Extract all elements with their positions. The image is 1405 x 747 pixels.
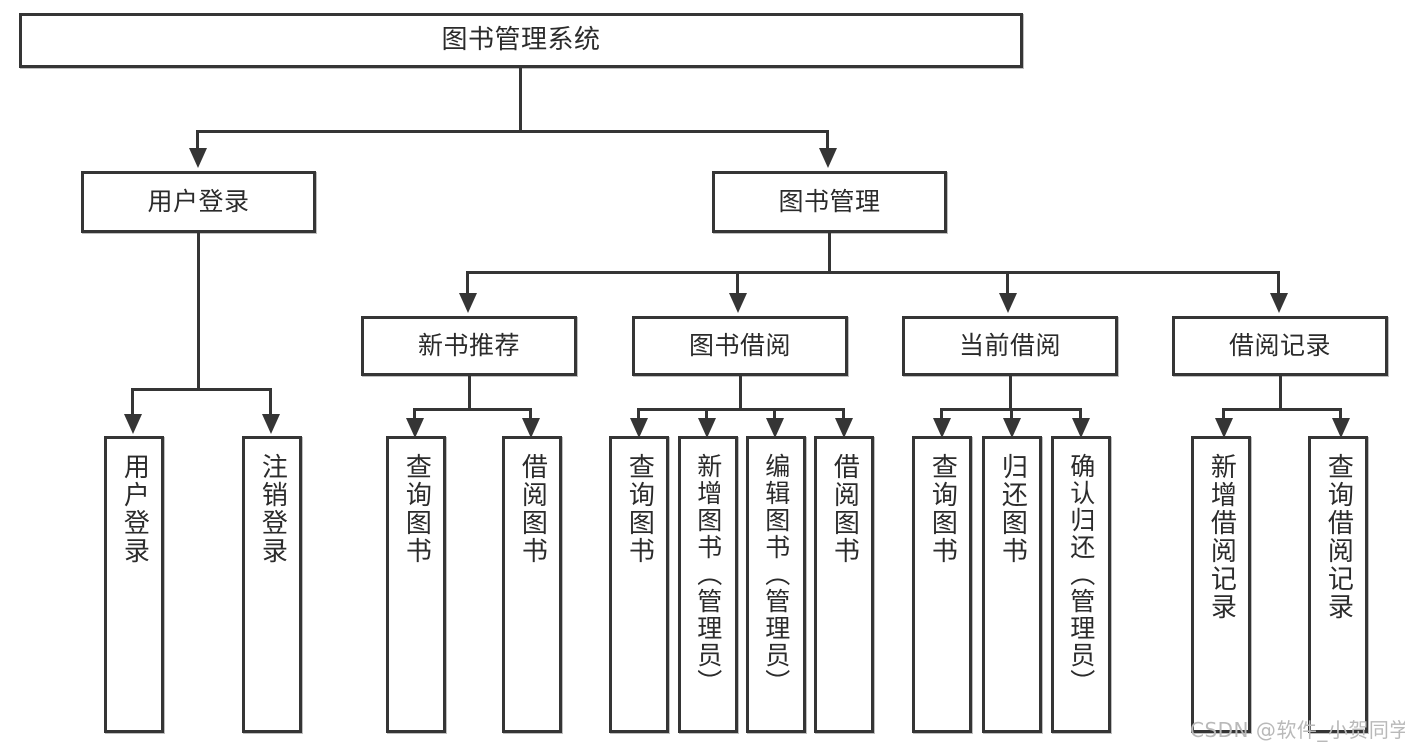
leaf-borrow-book[interactable]: 借阅图书 — [814, 436, 874, 733]
node-label: 当前借阅 — [958, 330, 1061, 360]
leaf-query-book-recommend[interactable]: 查询图书 — [386, 436, 446, 733]
arrow-to-leaf-logout — [262, 414, 280, 434]
leaf-logout[interactable]: 注销登录 — [242, 436, 302, 733]
arrow-to-current-borrow — [999, 293, 1017, 313]
arrow-to-book-borrow — [729, 293, 747, 313]
arrow-to-new-book-recommend — [459, 293, 477, 313]
arrow-to-leaf-add-record — [1215, 418, 1233, 438]
arrow-to-leaf-query-book-3 — [933, 418, 951, 438]
leaf-return-book[interactable]: 归还图书 — [982, 436, 1042, 733]
node-label: 用户登录 — [119, 453, 150, 565]
connector-bookborrow-stem — [739, 376, 742, 410]
arrow-to-leaf-query-book-1 — [406, 418, 424, 438]
node-root-system[interactable]: 图书管理系统 — [19, 13, 1023, 68]
node-label: 借阅图书 — [829, 453, 860, 565]
connector-userlogin-drop-2 — [269, 388, 272, 416]
node-label: 查询借阅记录 — [1323, 453, 1354, 621]
node-label: 借阅记录 — [1228, 330, 1331, 360]
node-label: 确认归还（管理员） — [1066, 453, 1096, 696]
connector-bookmgmt-stem — [828, 233, 831, 273]
csdn-watermark: CSDN @软件_小贺同学 — [1190, 718, 1405, 742]
connector-bookmgmt-drop-3 — [1006, 271, 1009, 295]
connector-borrowrecord-stem — [1279, 376, 1282, 410]
node-label: 新书推荐 — [417, 330, 520, 360]
leaf-edit-book-admin[interactable]: 编辑图书（管理员） — [746, 436, 806, 733]
node-label: 注销登录 — [257, 453, 288, 565]
node-label: 图书借阅 — [688, 330, 791, 360]
arrow-to-leaf-query-book-2 — [630, 418, 648, 438]
connector-userlogin-bus — [131, 388, 269, 391]
connector-userlogin-drop-1 — [131, 388, 134, 416]
leaf-query-borrow-record[interactable]: 查询借阅记录 — [1308, 436, 1368, 733]
connector-bookmgmt-drop-4 — [1277, 271, 1280, 295]
connector-root-bus — [196, 130, 829, 133]
arrow-to-leaf-borrow-book-2 — [835, 418, 853, 438]
arrow-to-book-manage — [819, 148, 837, 168]
leaf-borrow-book-recommend[interactable]: 借阅图书 — [502, 436, 562, 733]
leaf-user-login[interactable]: 用户登录 — [104, 436, 164, 733]
leaf-add-book-admin[interactable]: 新增图书（管理员） — [678, 436, 738, 733]
connector-currentborrow-stem — [1009, 376, 1012, 410]
arrow-to-borrow-record — [1270, 293, 1288, 313]
arrow-to-leaf-edit-book — [766, 418, 784, 438]
arrow-to-leaf-return-book — [1003, 418, 1021, 438]
arrow-to-leaf-confirm-return — [1072, 418, 1090, 438]
leaf-add-borrow-record[interactable]: 新增借阅记录 — [1191, 436, 1251, 733]
connector-newbook-stem — [468, 376, 471, 410]
connector-userlogin-stem — [197, 233, 200, 390]
node-label: 用户登录 — [147, 186, 250, 216]
node-book-management[interactable]: 图书管理 — [712, 171, 947, 233]
arrow-to-leaf-borrow-book-1 — [522, 418, 540, 438]
leaf-query-book-current[interactable]: 查询图书 — [912, 436, 972, 733]
connector-bookmgmt-drop-2 — [736, 271, 739, 295]
leaf-query-book-borrow[interactable]: 查询图书 — [609, 436, 669, 733]
node-label: 借阅图书 — [517, 453, 548, 565]
leaf-confirm-return-admin[interactable]: 确认归还（管理员） — [1051, 436, 1111, 733]
connector-bookmgmt-bus — [466, 271, 1280, 274]
node-user-login[interactable]: 用户登录 — [81, 171, 316, 233]
node-label: 查询图书 — [624, 453, 655, 565]
connector-root-drop-right — [826, 130, 829, 150]
node-label: 编辑图书（管理员） — [761, 453, 791, 696]
arrow-to-user-login — [189, 148, 207, 168]
connector-root-drop-left — [196, 130, 199, 150]
connector-root-stem — [519, 68, 522, 132]
node-book-borrow[interactable]: 图书借阅 — [632, 316, 848, 376]
arrow-to-leaf-add-book — [698, 418, 716, 438]
node-label: 图书管理 — [778, 186, 881, 216]
node-current-borrow[interactable]: 当前借阅 — [902, 316, 1118, 376]
node-label: 查询图书 — [401, 453, 432, 565]
node-label: 新增借阅记录 — [1206, 453, 1237, 621]
node-label: 查询图书 — [927, 453, 958, 565]
arrow-to-leaf-query-record — [1332, 418, 1350, 438]
node-label: 图书管理系统 — [441, 24, 601, 55]
connector-bookmgmt-drop-1 — [466, 271, 469, 295]
node-label: 新增图书（管理员） — [693, 453, 723, 696]
node-label: 归还图书 — [997, 453, 1028, 565]
connector-bookborrow-bus — [637, 408, 845, 411]
arrow-to-leaf-user-login — [124, 414, 142, 434]
connector-newbook-bus — [413, 408, 531, 411]
connector-borrowrecord-bus — [1222, 408, 1342, 411]
node-new-book-recommend[interactable]: 新书推荐 — [361, 316, 577, 376]
node-borrow-record[interactable]: 借阅记录 — [1172, 316, 1388, 376]
